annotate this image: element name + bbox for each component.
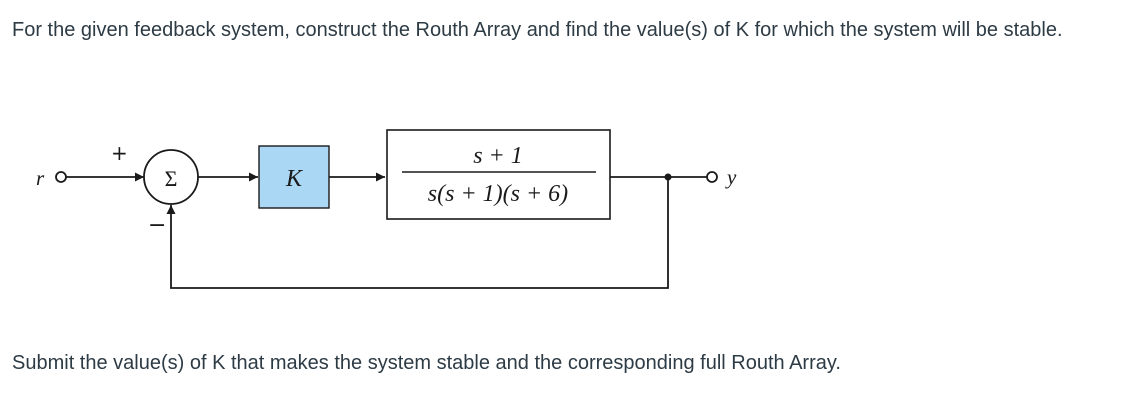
gain-label: K [285,166,304,192]
plant-numerator: s + 1 [473,143,523,169]
plant-block [386,129,611,220]
question-prompt: For the given feedback system, construct… [12,19,1063,41]
plus-sign: + [111,141,128,165]
input-terminal [55,171,67,183]
plant-denominator: s(s + 1)(s + 6) [428,181,568,207]
feedback-path [166,177,669,289]
output-label: y [725,165,737,189]
minus-sign: − [148,213,166,238]
summing-symbol: Σ [165,166,178,191]
output-terminal [706,171,718,183]
submit-instruction: Submit the value(s) of K that makes the … [12,352,841,374]
input-label: r [36,166,45,190]
